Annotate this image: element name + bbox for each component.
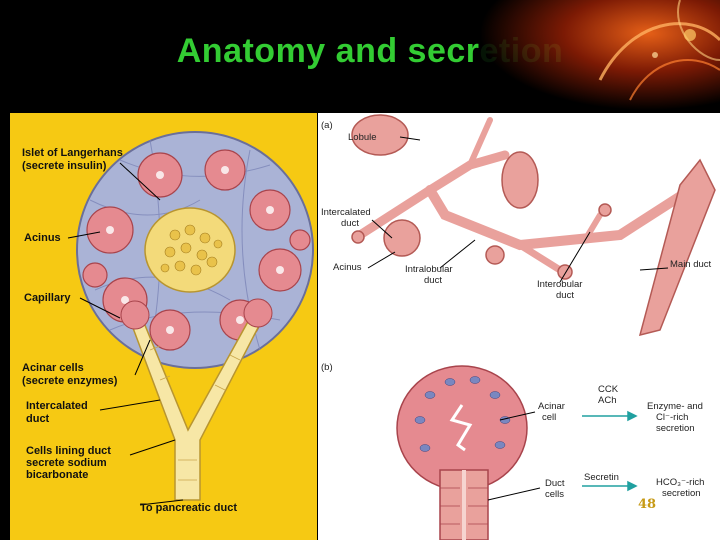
cells-lining-label-1: Cells lining duct <box>26 445 111 457</box>
acinar-cell-label-2: cell <box>542 412 556 423</box>
acinus-a-label: Acinus <box>333 262 362 273</box>
interlobular-label-1: Interobular <box>537 279 582 290</box>
hco3-secretion-label-1: HCO₃⁻-rich <box>656 477 704 488</box>
enzyme-secretion-label-2: Cl⁻-rich <box>656 412 688 423</box>
part-b-tag: (b) <box>321 362 333 373</box>
part-a-tag: (a) <box>321 120 333 131</box>
ach-label: ACh <box>598 395 616 406</box>
islet-sub-label: (secrete insulin) <box>22 160 106 172</box>
acinar-cell-label-1: Acinar <box>538 401 565 412</box>
hco3-secretion-label-2: secretion <box>662 488 701 499</box>
acinus-label: Acinus <box>24 232 61 244</box>
interlobular-label-2: duct <box>556 290 574 301</box>
cells-lining-label-2: secrete sodium <box>26 457 107 469</box>
main-duct-label: Main duct <box>670 259 711 270</box>
duct-cells-label-1: Duct <box>545 478 565 489</box>
pancreatic-duct-label: To pancreatic duct <box>140 502 237 514</box>
intercalated-duct-a-label-2: duct <box>341 218 359 229</box>
duct-tree-diagram <box>352 115 715 335</box>
acinar-cell-detail <box>397 366 540 540</box>
acinar-cells-label: Acinar cells <box>22 362 84 374</box>
lobule-label: Lobule <box>348 132 377 143</box>
cells-lining-label-3: bicarbonate <box>26 469 88 481</box>
intercalated-duct-a-label-1: Intercalated <box>321 207 371 218</box>
islet-label: Islet of Langerhans <box>22 147 123 159</box>
acinar-cells-sub-label: (secrete enzymes) <box>22 375 117 387</box>
duct-cells-label-2: cells <box>545 489 564 500</box>
intercalated-duct-label-1: Intercalated <box>26 400 88 412</box>
capillary-label: Capillary <box>24 292 70 304</box>
intercalated-duct-label-2: duct <box>26 413 49 425</box>
enzyme-secretion-label-1: Enzyme- and <box>647 401 703 412</box>
intralobular-label-2: duct <box>424 275 442 286</box>
page-number: 48 <box>638 497 656 512</box>
secretin-label: Secretin <box>584 472 619 483</box>
intralobular-label-1: Intralobular <box>405 264 453 275</box>
enzyme-secretion-label-3: secretion <box>656 423 695 434</box>
cck-label: CCK <box>598 384 618 395</box>
